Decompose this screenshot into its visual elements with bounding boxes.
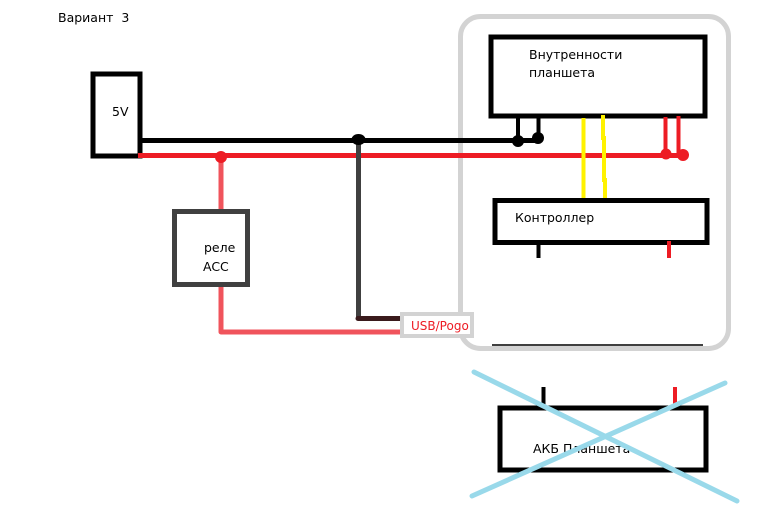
relay-label-line2: ACC [203, 259, 229, 274]
tablet-enclosure [458, 14, 731, 351]
internals-power-dot-2 [677, 149, 689, 161]
usb-pogo-label: USB/Pogo [411, 319, 469, 333]
internals-power-dot-1 [660, 148, 672, 160]
diagram-title: Вариант 3 [58, 10, 129, 25]
relay-output-wire [218, 287, 402, 335]
relay-junction-dot [215, 151, 227, 163]
relay-acc-block: реле ACC [172, 209, 250, 287]
removed-cross-mark [469, 369, 740, 504]
controller-label: Контроллер [515, 210, 594, 225]
internals-ground-dot-1 [512, 135, 524, 147]
internals-ground-dot-2 [532, 132, 544, 144]
usb-pogo-connector: USB/Pogo [400, 312, 474, 338]
tablet-internals-block: Внутренности планшета [488, 34, 708, 119]
ground-junction-dot [351, 134, 366, 145]
power-supply-label: 5V [112, 104, 129, 119]
power-supply-block: 5V [90, 71, 143, 159]
tablet-internals-line2: планшета [529, 65, 595, 80]
relay-label-line1: реле [204, 240, 236, 255]
controller-block: Контроллер [492, 198, 710, 245]
data-line-2 [601, 115, 607, 202]
tablet-internals-line1: Внутренности [529, 47, 622, 62]
cross-line-2 [469, 380, 728, 499]
